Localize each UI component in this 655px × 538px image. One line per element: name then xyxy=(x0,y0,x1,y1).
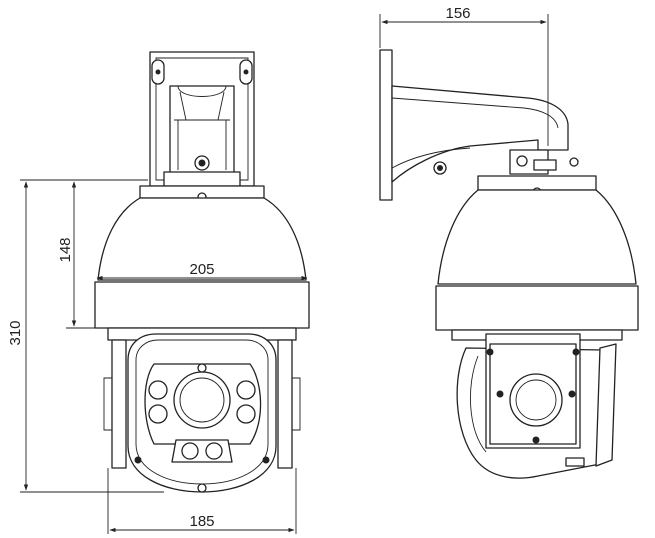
dimension-dome-height: 148 xyxy=(57,179,148,329)
side-wall-plate xyxy=(379,49,393,201)
ir-led-3 xyxy=(236,380,256,400)
side-housing xyxy=(435,285,639,331)
housing-width-label: 205 xyxy=(189,261,214,278)
dome-height-label: 148 xyxy=(57,237,74,262)
front-arm xyxy=(163,85,241,187)
side-bracket-arm xyxy=(391,85,569,183)
ir-led-6 xyxy=(205,442,223,460)
front-lens-module xyxy=(144,363,262,463)
side-upper-dome xyxy=(437,189,637,285)
base-width-label: 185 xyxy=(189,513,214,530)
light-sensor xyxy=(197,363,207,373)
ir-led-1 xyxy=(148,380,168,400)
ir-led-2 xyxy=(148,404,168,424)
dimension-top-width: 156 xyxy=(379,5,549,146)
side-view xyxy=(379,49,639,479)
front-bracket-right xyxy=(277,339,293,469)
side-lens xyxy=(509,373,563,427)
main-lens xyxy=(173,371,231,429)
top-width-label: 156 xyxy=(445,5,470,22)
dimension-housing-width: 205 xyxy=(96,261,308,281)
dimension-base-width: 185 xyxy=(107,468,297,534)
ir-led-5 xyxy=(181,442,199,460)
total-height-label: 310 xyxy=(7,320,24,345)
dimension-total-height: 310 xyxy=(7,179,164,493)
ir-led-4 xyxy=(236,404,256,424)
front-bracket-left xyxy=(111,339,127,469)
front-housing-ring xyxy=(94,281,310,329)
front-view xyxy=(94,51,310,493)
